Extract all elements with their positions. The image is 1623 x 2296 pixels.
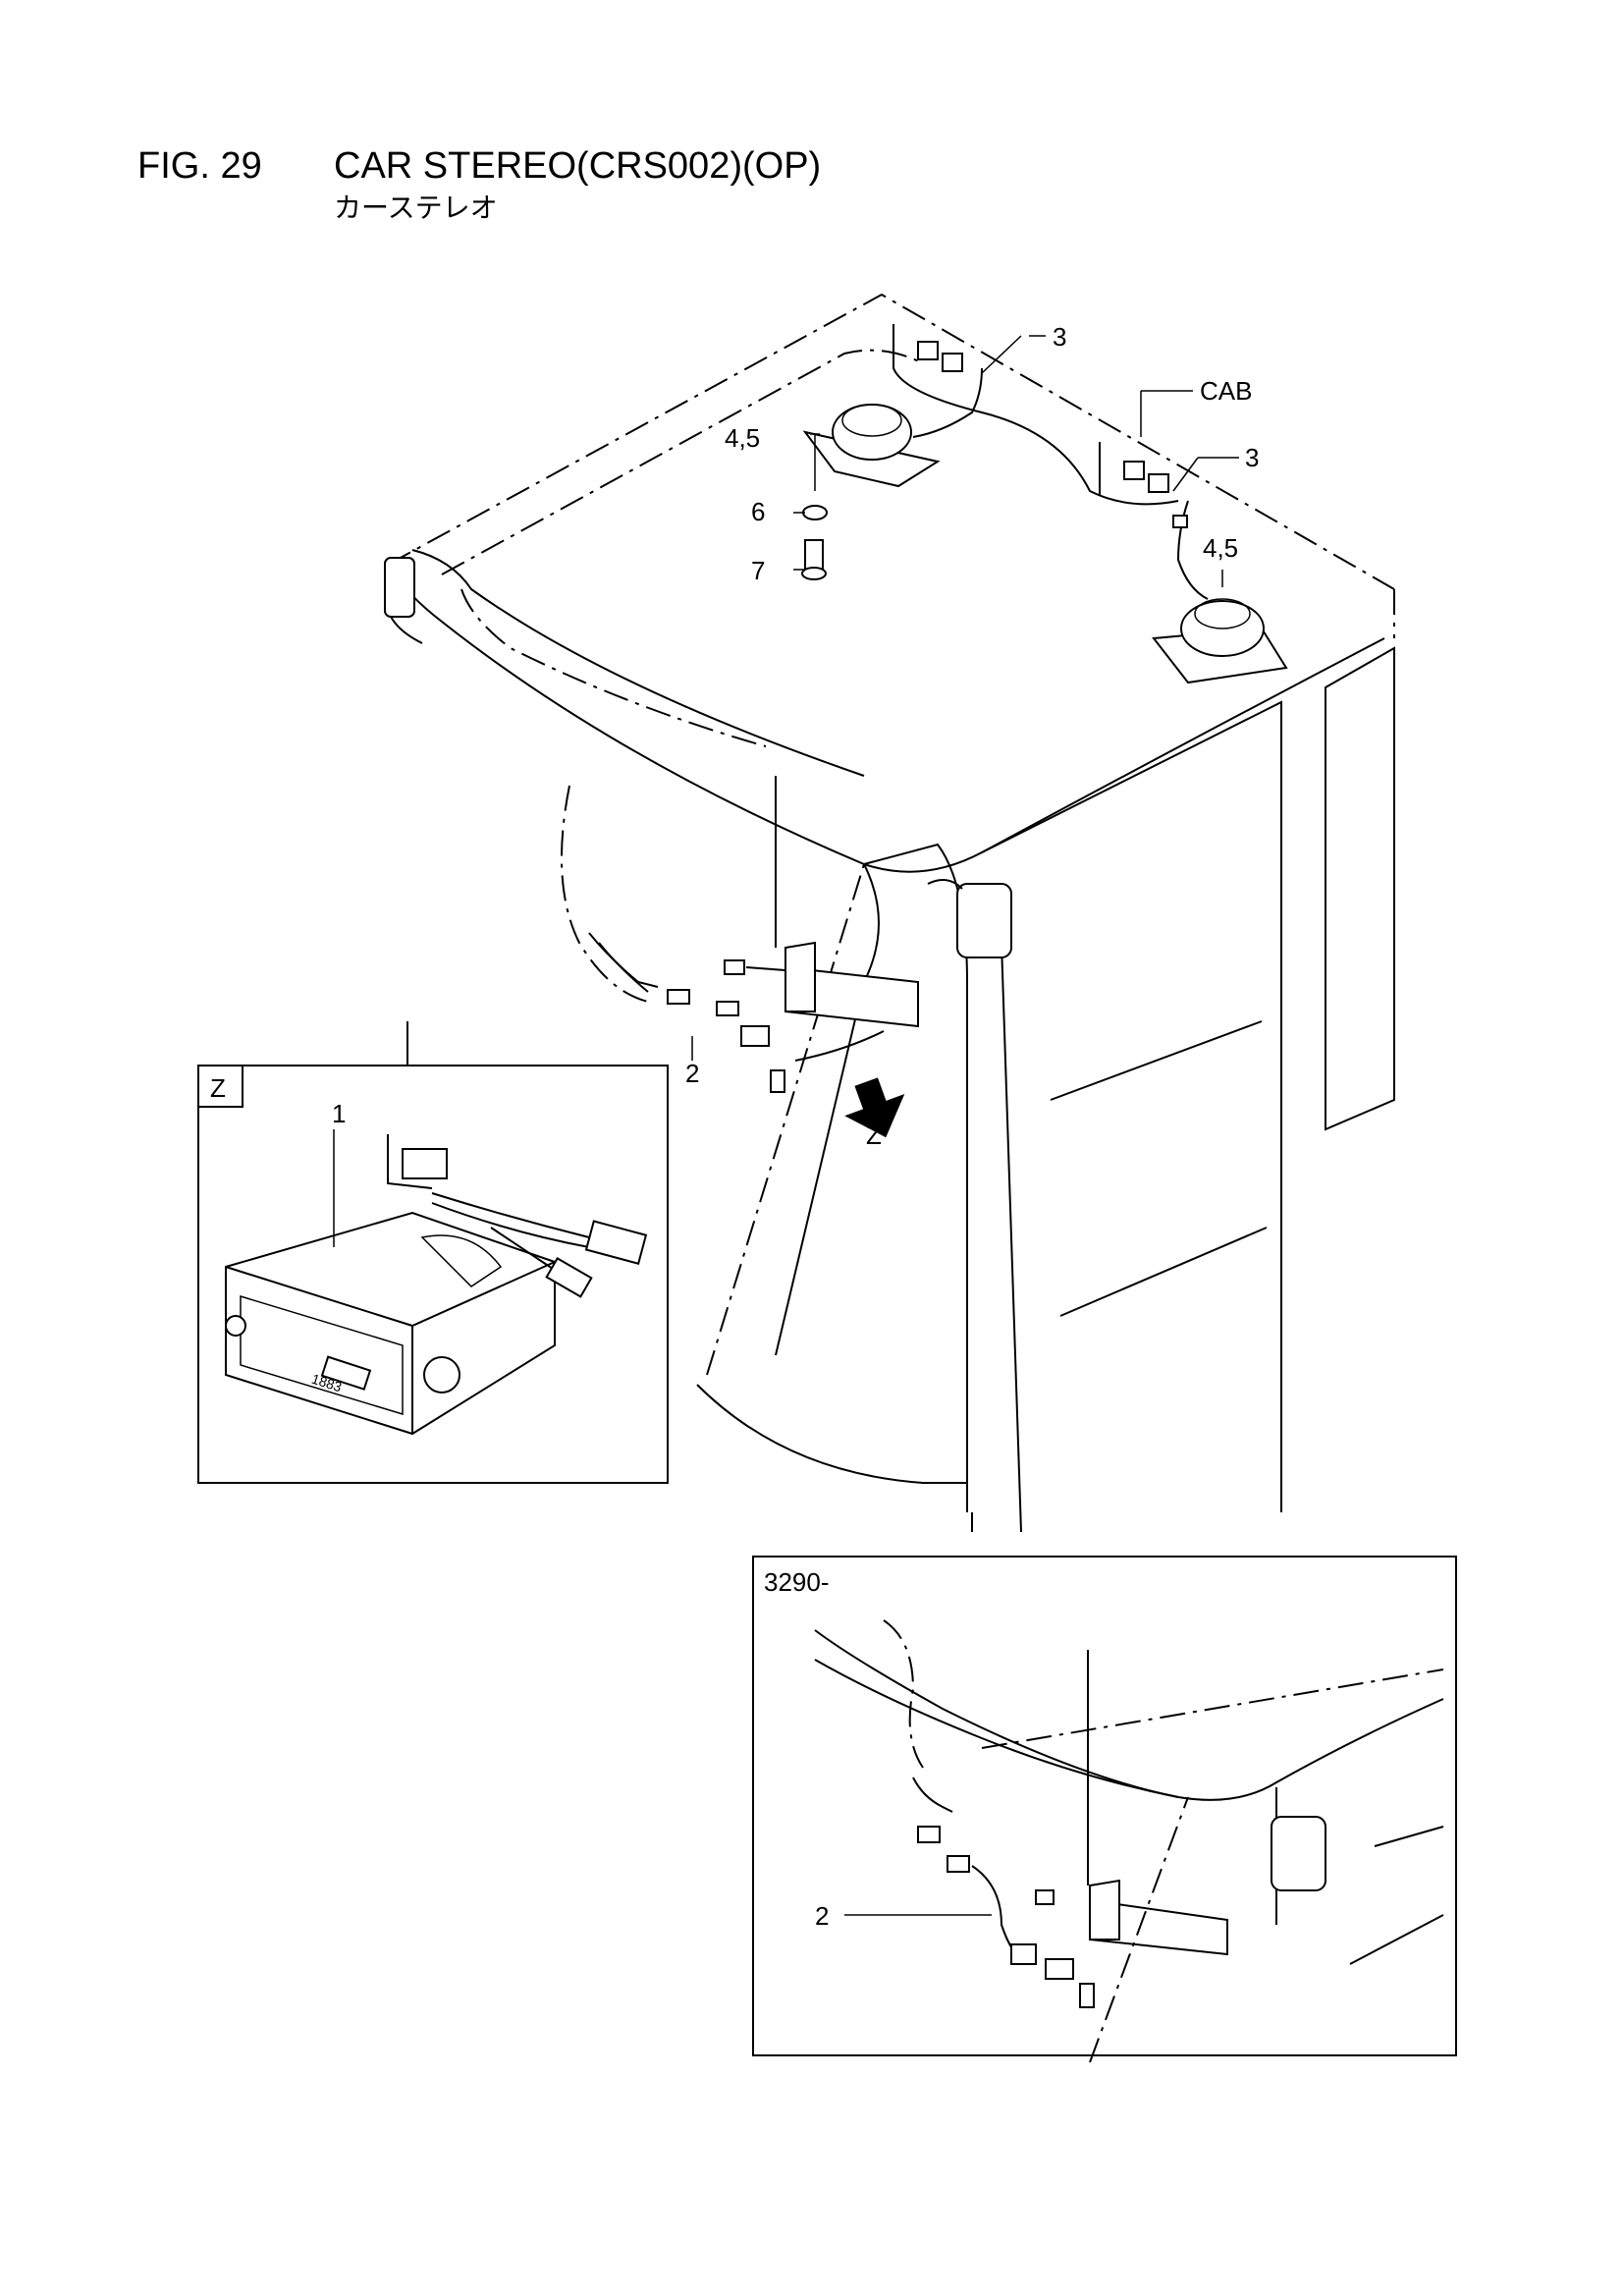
- callout-wire-left: 3: [1053, 322, 1066, 352]
- car-stereo-unit: [225, 1129, 648, 1436]
- washer: [802, 505, 828, 520]
- roof-mount-left: [384, 557, 415, 618]
- speaker-wires: [893, 324, 1209, 600]
- cab-frame: [406, 646, 1395, 1533]
- work-lamp: [956, 883, 1012, 958]
- detail-z-panel: Z 1 1883: [197, 1065, 669, 1484]
- stereo-bracket: [724, 776, 919, 1093]
- callout-speaker-left: 4,5: [725, 423, 760, 453]
- callout-stereo-unit: 1: [332, 1099, 346, 1128]
- callout-harness: 2: [685, 1059, 699, 1088]
- view-arrow: [844, 1077, 905, 1138]
- detail-z-tag: Z: [210, 1073, 226, 1103]
- callout-view-z: Z: [866, 1121, 882, 1150]
- speaker-right: [1152, 598, 1288, 684]
- callout-speaker-right: 4,5: [1203, 533, 1238, 563]
- work-lamp-detail: [1271, 1816, 1326, 1891]
- callout-bolt: 7: [751, 556, 765, 585]
- figure-title: CAR STEREO(CRS002)(OP): [334, 145, 822, 187]
- callout-wire-right: 3: [1245, 443, 1259, 472]
- figure-number: FIG. 29: [137, 145, 262, 187]
- callout-cab: CAB: [1200, 376, 1252, 406]
- harness-left: [588, 932, 770, 1047]
- callout-washer: 6: [751, 497, 765, 526]
- detail-serial-tag: 3290-: [764, 1567, 830, 1597]
- speaker-left: [802, 404, 941, 491]
- callout-leaders: [691, 335, 1239, 1061]
- callout-harness-detail: 2: [815, 1901, 829, 1931]
- bolt: [801, 539, 827, 580]
- detail-serial-panel: 3290- 2: [752, 1556, 1457, 2063]
- figure-subtitle: カーステレオ: [334, 192, 498, 223]
